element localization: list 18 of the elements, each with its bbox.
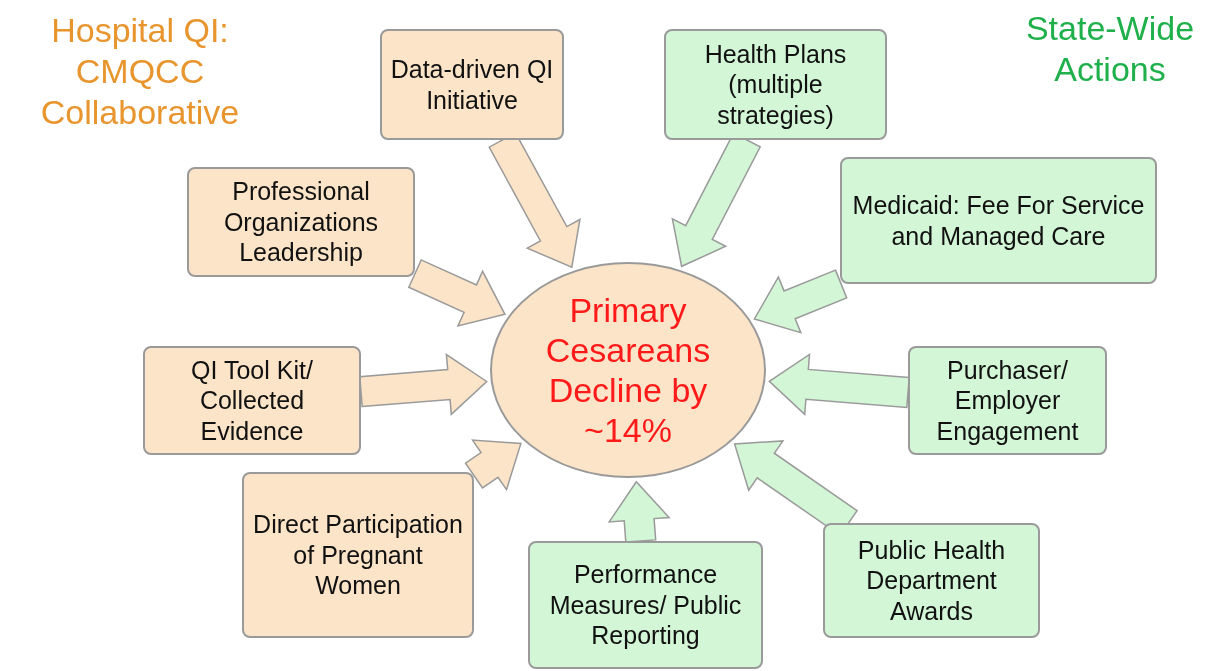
block-arrow (768, 353, 910, 416)
factor-box: Public Health Department Awards (823, 523, 1040, 638)
factor-box: Health Plans (multiple strategies) (664, 29, 887, 140)
group-heading: State-Wide Actions (1024, 8, 1196, 90)
factor-box: Direct Participation of Pregnant Women (242, 472, 474, 638)
factor-box: Data-driven QI Initiative (380, 29, 564, 140)
block-arrow (407, 258, 506, 327)
group-heading: Hospital QI: CMQCC Collaborative (39, 10, 241, 133)
factor-box: Performance Measures/ Public Reporting (528, 541, 763, 669)
factor-box: Medicaid: Fee For Service and Managed Care (840, 157, 1157, 284)
factor-box: Professional Organizations Leadership (187, 167, 415, 277)
block-arrow (359, 353, 488, 416)
block-arrow (607, 480, 671, 543)
block-arrow (464, 439, 522, 492)
block-arrow (753, 269, 848, 334)
outcome-ellipse: Primary Cesareans Decline by ~14% (490, 262, 766, 478)
factor-box: Purchaser/ Employer Engagement (908, 346, 1107, 455)
factor-box: QI Tool Kit/ Collected Evidence (143, 346, 361, 455)
